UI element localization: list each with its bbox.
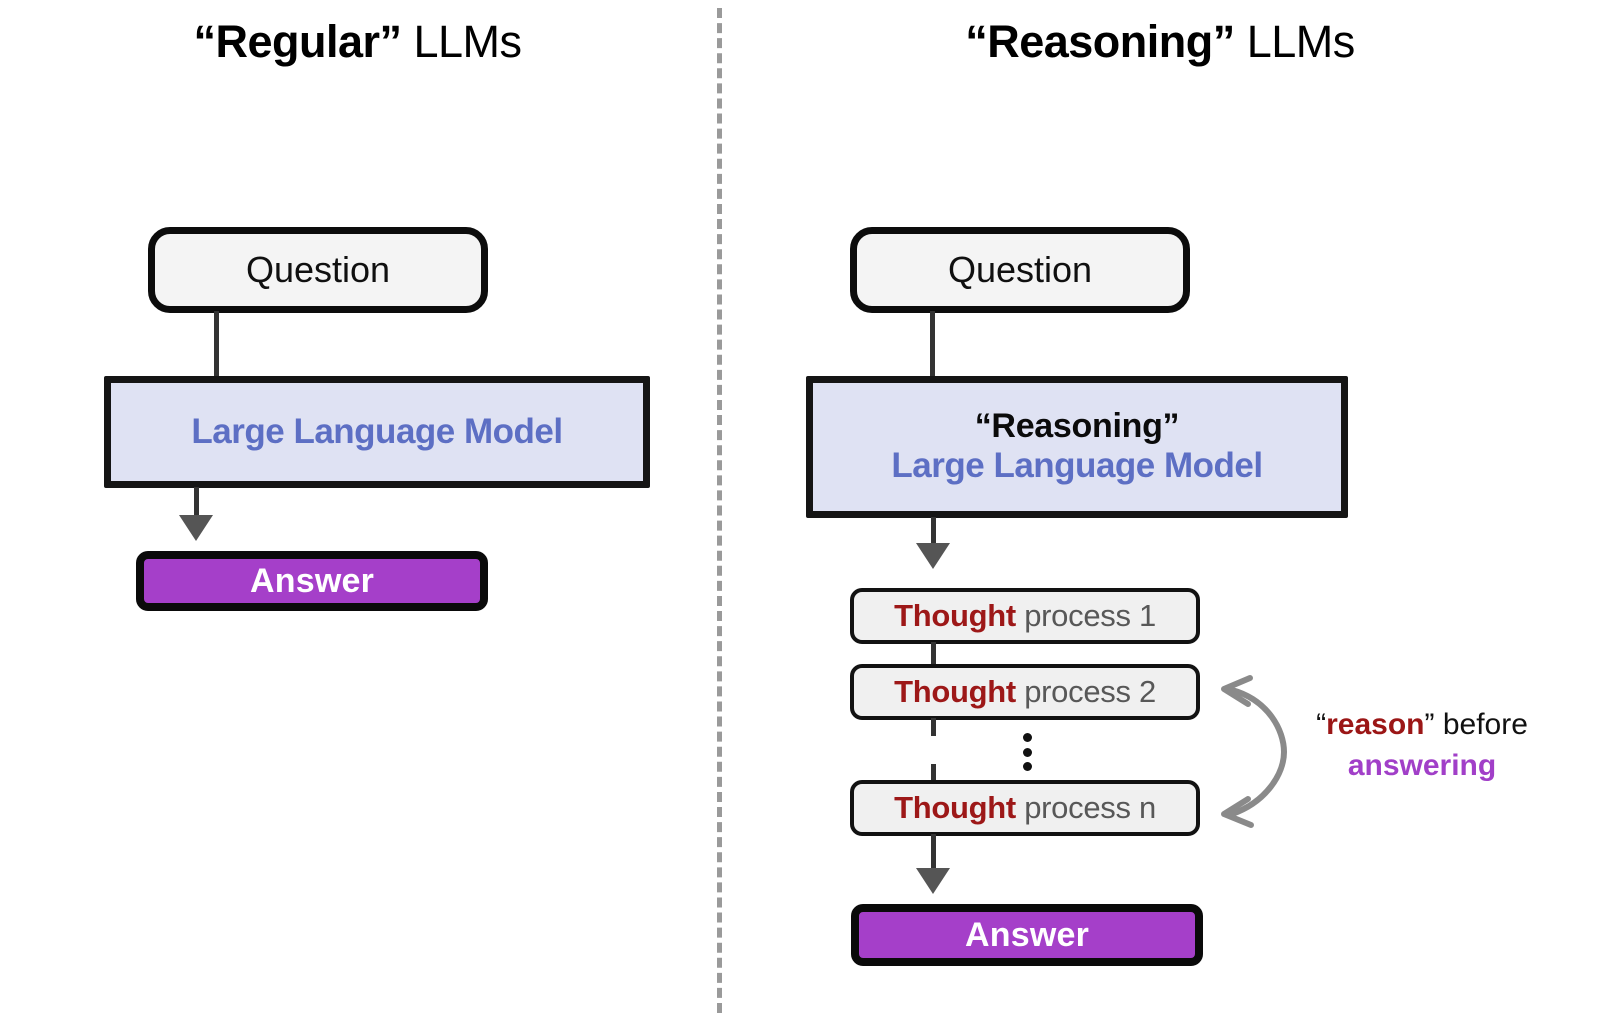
connector-ellipsis-to-thoughtn bbox=[931, 764, 936, 782]
annotation-line-2: answering bbox=[1347, 748, 1497, 782]
left-connector-question-to-llm bbox=[214, 311, 219, 379]
reason-brace-arrow-icon bbox=[1221, 675, 1288, 828]
left-arrowhead-to-answer bbox=[179, 515, 213, 541]
left-question-label: Question bbox=[245, 249, 391, 290]
right-llm-label: Large Language Model bbox=[891, 445, 1263, 485]
left-connector-llm-to-answer bbox=[194, 487, 199, 523]
right-question-box: Question bbox=[850, 227, 1190, 313]
vertical-ellipsis-icon bbox=[1022, 733, 1032, 771]
thought-box-1: Thought process 1 bbox=[850, 588, 1200, 644]
thought-box-n: Thought process n bbox=[850, 780, 1200, 836]
thought-box-2: Thought process 2 bbox=[850, 664, 1200, 720]
left-llm-label: Large Language Model bbox=[191, 411, 563, 451]
right-answer-box: Answer bbox=[851, 904, 1203, 966]
right-question-label: Question bbox=[947, 249, 1093, 290]
reason-before-answering-annotation: “reason” before answering bbox=[1272, 705, 1572, 786]
right-arrowhead-to-answer bbox=[916, 868, 950, 894]
left-answer-box: Answer bbox=[136, 551, 488, 611]
right-panel-title: “Reasoning” LLMs bbox=[720, 18, 1600, 65]
right-llm-reasoning-label: “Reasoning” bbox=[974, 407, 1180, 446]
annotation-line-1: “reason” before bbox=[1316, 708, 1528, 741]
left-panel-title: “Regular” LLMs bbox=[0, 18, 715, 65]
right-connector-thoughtn-to-answer bbox=[931, 834, 936, 876]
connector-thought1-to-thought2 bbox=[931, 642, 936, 666]
panel-divider bbox=[717, 8, 722, 1013]
thought-2-text: Thought process 2 bbox=[894, 674, 1156, 709]
thought-1-text: Thought process 1 bbox=[894, 598, 1156, 633]
left-answer-label: Answer bbox=[249, 561, 375, 600]
left-title-rest: LLMs bbox=[401, 16, 523, 67]
right-connector-llm-to-thought1 bbox=[931, 517, 936, 549]
thought-n-text: Thought process n bbox=[894, 790, 1156, 825]
left-llm-box: Large Language Model bbox=[104, 376, 650, 488]
right-connector-question-to-llm bbox=[930, 311, 935, 379]
right-arrowhead-to-thought1 bbox=[916, 543, 950, 569]
left-question-box: Question bbox=[148, 227, 488, 313]
left-title-emphasis: “Regular” bbox=[193, 16, 402, 67]
connector-thought2-to-ellipsis bbox=[931, 718, 936, 736]
right-llm-box: “Reasoning” Large Language Model bbox=[806, 376, 1348, 518]
right-title-emphasis: “Reasoning” bbox=[965, 16, 1235, 67]
right-answer-label: Answer bbox=[964, 915, 1090, 954]
right-title-rest: LLMs bbox=[1234, 16, 1356, 67]
